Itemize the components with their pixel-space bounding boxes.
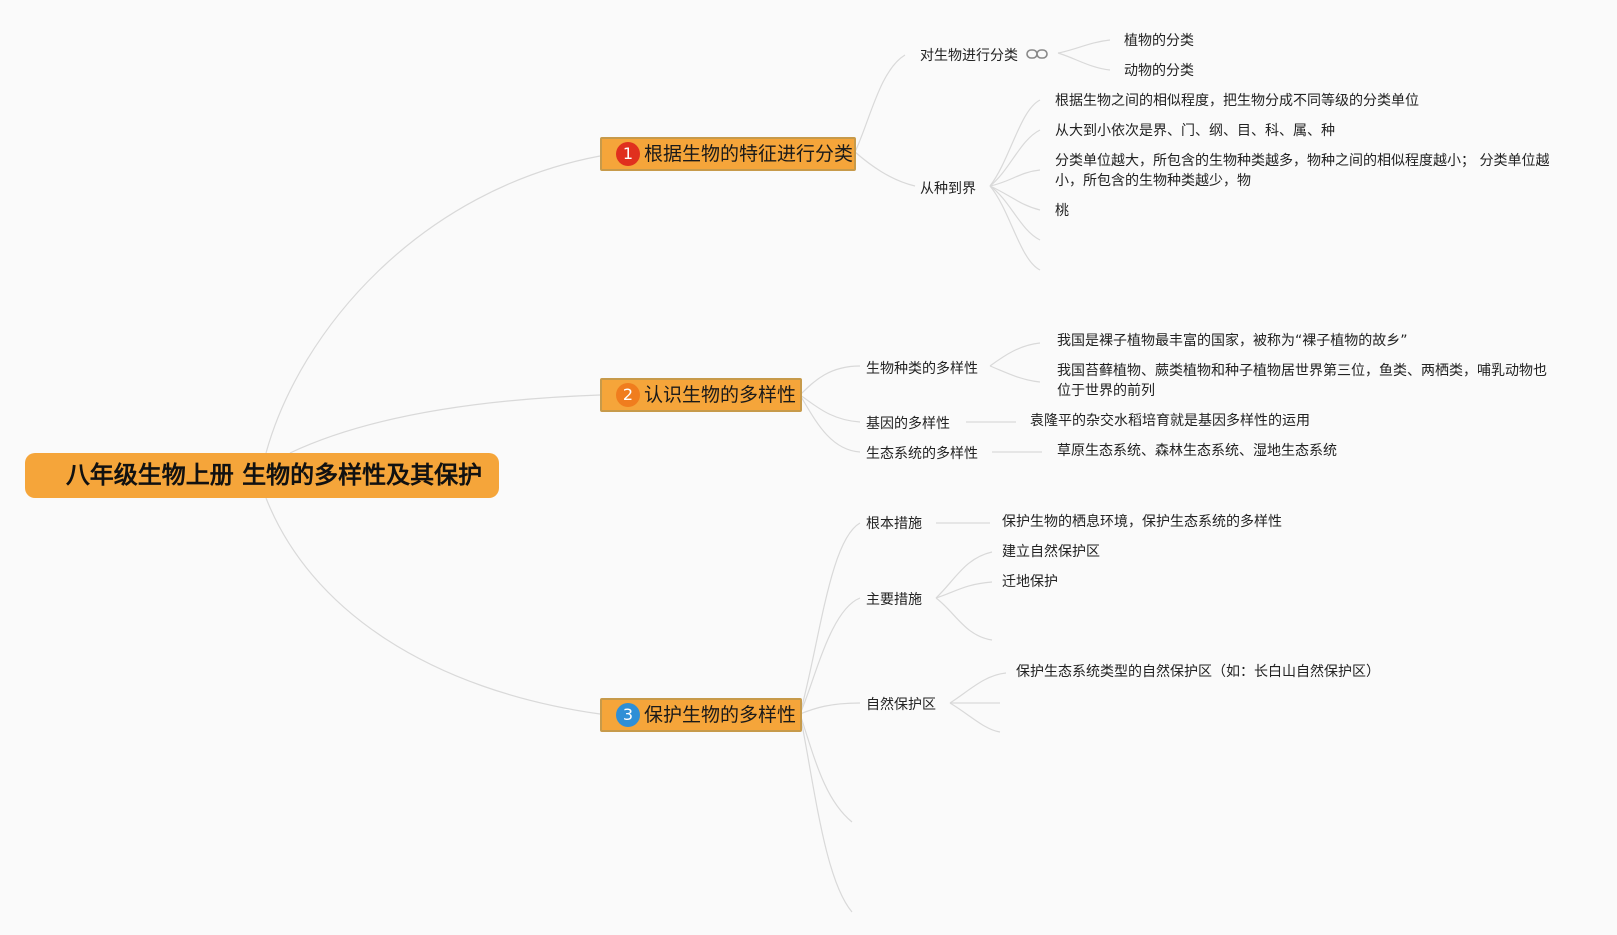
- subtopic-nature-reserve[interactable]: 自然保护区: [866, 697, 936, 713]
- number-badge-icon: 3: [616, 703, 640, 727]
- root-title: 八年级生物上册 生物的多样性及其保护: [65, 461, 483, 489]
- subtopic-main-measures[interactable]: 主要措施: [866, 592, 922, 608]
- number-badge-icon: 1: [616, 142, 640, 166]
- subtopic-label: 对生物进行分类: [920, 48, 1018, 64]
- leaf-rank-order[interactable]: 从大到小依次是界、门、纲、目、科、属、种: [1055, 123, 1335, 139]
- leaf-nature-reserve[interactable]: 建立自然保护区: [1002, 544, 1100, 560]
- leaf-animal-classification[interactable]: 动物的分类: [1124, 63, 1194, 79]
- subtopic-fundamental-measures[interactable]: 根本措施: [866, 516, 922, 532]
- main-topic-label: 保护生物的多样性: [644, 704, 797, 726]
- leaf-peach[interactable]: 桃: [1055, 203, 1069, 219]
- subtopic-species-to-kingdom[interactable]: 从种到界: [920, 181, 976, 197]
- root-topic[interactable]: 八年级生物上册 生物的多样性及其保护: [25, 453, 499, 498]
- main-topic-classification[interactable]: 1 根据生物的特征进行分类: [600, 137, 856, 171]
- leaf-gymnosperm[interactable]: 我国是裸子植物最丰富的国家，被称为“裸子植物的故乡”: [1057, 333, 1408, 349]
- subtopic-classify[interactable]: 对生物进行分类: [920, 45, 1049, 65]
- leaf-changbai-reserve[interactable]: 保护生态系统类型的自然保护区（如：长白山自然保护区）: [1016, 664, 1380, 680]
- leaf-ecosystems[interactable]: 草原生态系统、森林生态系统、湿地生态系统: [1057, 443, 1337, 459]
- subtopic-ecosystem-diversity[interactable]: 生态系统的多样性: [866, 446, 978, 462]
- leaf-hybrid-rice[interactable]: 袁隆平的杂交水稻培育就是基因多样性的运用: [1030, 413, 1310, 429]
- number-badge-icon: 2: [616, 383, 640, 407]
- main-topic-protection[interactable]: 3 保护生物的多样性: [600, 698, 802, 732]
- link-icon[interactable]: [1026, 48, 1049, 64]
- leaf-world-rank[interactable]: 我国苔藓植物、蕨类植物和种子植物居世界第三位，鱼类、两栖类，哺乳动物也位于世界的…: [1057, 363, 1547, 399]
- main-topic-diversity[interactable]: 2 认识生物的多样性: [600, 378, 802, 412]
- main-topic-label: 认识生物的多样性: [644, 384, 797, 406]
- leaf-habitat-protection[interactable]: 保护生物的栖息环境，保护生态系统的多样性: [1002, 514, 1282, 530]
- subtopic-gene-diversity[interactable]: 基因的多样性: [866, 416, 950, 432]
- leaf-similarity[interactable]: 根据生物之间的相似程度，把生物分成不同等级的分类单位: [1055, 93, 1419, 109]
- leaf-plant-classification[interactable]: 植物的分类: [1124, 33, 1194, 49]
- leaf-rank-size[interactable]: 分类单位越大，所包含的生物种类越多，物种之间的相似程度越小； 分类单位越小，所包…: [1055, 153, 1550, 189]
- subtopic-species-diversity[interactable]: 生物种类的多样性: [866, 361, 978, 377]
- main-topic-label: 根据生物的特征进行分类: [644, 143, 854, 165]
- leaf-ex-situ[interactable]: 迁地保护: [1002, 574, 1058, 590]
